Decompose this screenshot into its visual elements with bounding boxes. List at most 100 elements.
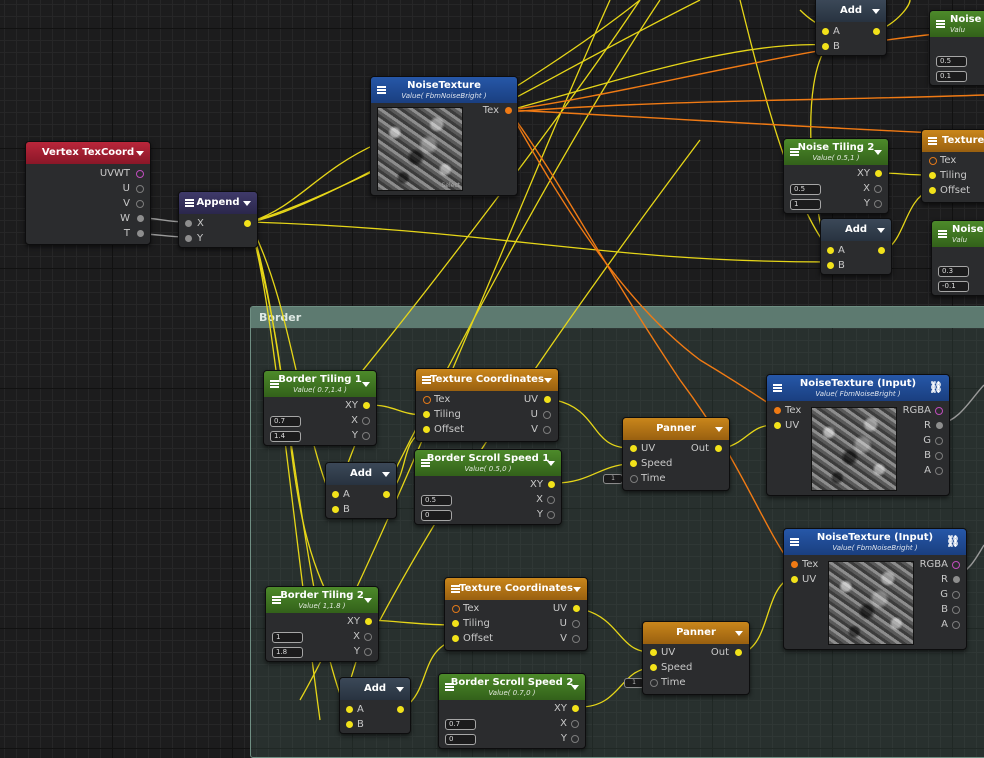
border-group-title[interactable]: Border <box>251 307 984 328</box>
time-field[interactable]: 1 <box>624 678 644 688</box>
output-pin-y[interactable] <box>874 200 882 208</box>
noise-tiling-2-node[interactable]: Noise Tiling 2Value( 0.5,1 ) 0.5 1 XY X … <box>783 138 889 214</box>
output-pin-xy[interactable] <box>548 481 555 488</box>
output-pin-xy[interactable] <box>875 170 882 177</box>
chevron-down-icon[interactable] <box>735 631 743 636</box>
input-pin-a[interactable] <box>346 706 353 713</box>
input-pin-offset[interactable] <box>423 426 430 433</box>
vertex-texcoord-node[interactable]: Vertex TexCoord UVWT U V W T <box>25 141 151 245</box>
output-pin-x[interactable] <box>547 496 555 504</box>
chevron-down-icon[interactable] <box>573 587 581 592</box>
noise-texture-input-node[interactable]: NoiseTexture (Input)Value( FbmNoiseBrigh… <box>783 528 967 650</box>
output-pin-a[interactable] <box>935 467 943 475</box>
value-field-y[interactable]: 1.4 <box>270 431 301 442</box>
input-pin-uv[interactable] <box>791 576 798 583</box>
output-pin-xy[interactable] <box>572 705 579 712</box>
input-pin-b[interactable] <box>827 262 834 269</box>
output-pin-u[interactable] <box>572 620 580 628</box>
time-field[interactable]: 1 <box>603 474 623 484</box>
border-tiling-1-node[interactable]: Border Tiling 1Value( 0.7,1.4 ) 0.7 1.4 … <box>263 370 377 446</box>
output-pin-g[interactable] <box>952 591 960 599</box>
value-field-y[interactable]: 0 <box>445 734 476 745</box>
input-pin-tex[interactable] <box>791 561 798 568</box>
output-pin-x[interactable] <box>364 633 372 641</box>
link-icon[interactable]: ⛓ <box>946 536 960 548</box>
output-pin-rgba[interactable] <box>935 407 943 415</box>
chevron-down-icon[interactable] <box>877 228 885 233</box>
append-node[interactable]: Append X Y <box>178 191 258 248</box>
noise-scroll-node[interactable]: Noise SValu 0.3 -0.1 <box>931 220 984 296</box>
input-pin-b[interactable] <box>332 506 339 513</box>
output-pin-y[interactable] <box>547 511 555 519</box>
chevron-down-icon[interactable] <box>364 598 372 603</box>
output-pin[interactable] <box>383 491 390 498</box>
input-pin-offset[interactable] <box>929 187 936 194</box>
input-pin-b[interactable] <box>822 43 829 50</box>
input-pin-tiling[interactable] <box>423 411 430 418</box>
border-tiling-2-node[interactable]: Border Tiling 2Value( 1,1.8 ) 1 1.8 XY X… <box>265 586 379 662</box>
input-pin-a[interactable] <box>822 28 829 35</box>
output-pin-r[interactable] <box>953 576 960 583</box>
value-field-x[interactable]: 0.5 <box>790 184 821 195</box>
input-pin-speed[interactable] <box>650 664 657 671</box>
chevron-down-icon[interactable] <box>544 378 552 383</box>
output-pin-a[interactable] <box>952 621 960 629</box>
value-field-y[interactable]: 1.8 <box>272 647 303 658</box>
chevron-down-icon[interactable] <box>382 472 390 477</box>
add-node[interactable]: Add A B <box>325 462 397 519</box>
chevron-down-icon[interactable] <box>874 150 882 155</box>
add-node[interactable]: Add A B <box>820 218 892 275</box>
texture-coordinates-node[interactable]: Texture Coordinates Tex Tiling Offset UV… <box>415 368 559 442</box>
chevron-down-icon[interactable] <box>243 201 251 206</box>
link-icon[interactable]: ⛓ <box>929 382 943 394</box>
output-pin-tex[interactable] <box>505 107 512 114</box>
chevron-down-icon[interactable] <box>715 427 723 432</box>
input-pin-tex[interactable] <box>774 407 781 414</box>
output-pin-out[interactable] <box>715 445 722 452</box>
chevron-down-icon[interactable] <box>571 685 579 690</box>
value-field-y[interactable]: 0 <box>421 510 452 521</box>
noise-scroll-node[interactable]: Noise SValu 0.5 0.1 <box>929 10 984 86</box>
output-pin[interactable] <box>397 706 404 713</box>
input-pin-offset[interactable] <box>452 635 459 642</box>
texture-preview[interactable]: Select <box>377 107 463 191</box>
output-pin-y[interactable] <box>571 735 579 743</box>
select-label[interactable]: Select <box>441 182 460 189</box>
input-pin-b[interactable] <box>346 721 353 728</box>
output-pin-x[interactable] <box>571 720 579 728</box>
output-pin-rgba[interactable] <box>952 561 960 569</box>
input-pin-uv[interactable] <box>774 422 781 429</box>
border-scroll-speed-1-node[interactable]: Border Scroll Speed 1Value( 0.5,0 ) 0.5 … <box>414 449 562 525</box>
chevron-down-icon[interactable] <box>396 687 404 692</box>
output-pin-uvwt[interactable] <box>136 170 144 178</box>
output-pin-b[interactable] <box>952 606 960 614</box>
output-pin-uv[interactable] <box>544 396 551 403</box>
border-scroll-speed-2-node[interactable]: Border Scroll Speed 2Value( 0.7,0 ) 0.7 … <box>438 673 586 749</box>
texture-coordinates-node[interactable]: Texture Coordinates Tex Tiling Offset UV… <box>444 577 588 651</box>
input-pin-time[interactable] <box>650 679 658 687</box>
noise-texture-input-node[interactable]: NoiseTexture (Input)Value( FbmNoiseBrigh… <box>766 374 950 496</box>
output-pin-out[interactable] <box>735 649 742 656</box>
value-field-x[interactable]: 1 <box>272 632 303 643</box>
output-pin-u[interactable] <box>543 411 551 419</box>
input-pin-y[interactable] <box>185 235 192 242</box>
value-field-x[interactable]: 0.3 <box>938 266 969 277</box>
output-pin-b[interactable] <box>935 452 943 460</box>
value-field-x[interactable]: 0.7 <box>445 719 476 730</box>
texture-coordinates-node[interactable]: Texture C Tex Tiling Offset <box>921 129 984 203</box>
output-pin-xy[interactable] <box>363 402 370 409</box>
add-node[interactable]: Add A B <box>815 0 887 56</box>
output-pin-x[interactable] <box>874 185 882 193</box>
output-pin-x[interactable] <box>362 417 370 425</box>
menu-icon[interactable] <box>422 376 431 384</box>
output-pin[interactable] <box>873 28 880 35</box>
input-pin-speed[interactable] <box>630 460 637 467</box>
input-pin-time[interactable] <box>630 475 638 483</box>
menu-icon[interactable] <box>451 585 460 593</box>
output-pin-uv[interactable] <box>573 605 580 612</box>
panner-node[interactable]: Panner UV Speed Time Out <box>622 417 730 491</box>
input-pin-x[interactable] <box>185 220 192 227</box>
output-pin-g[interactable] <box>935 437 943 445</box>
chevron-down-icon[interactable] <box>547 461 555 466</box>
